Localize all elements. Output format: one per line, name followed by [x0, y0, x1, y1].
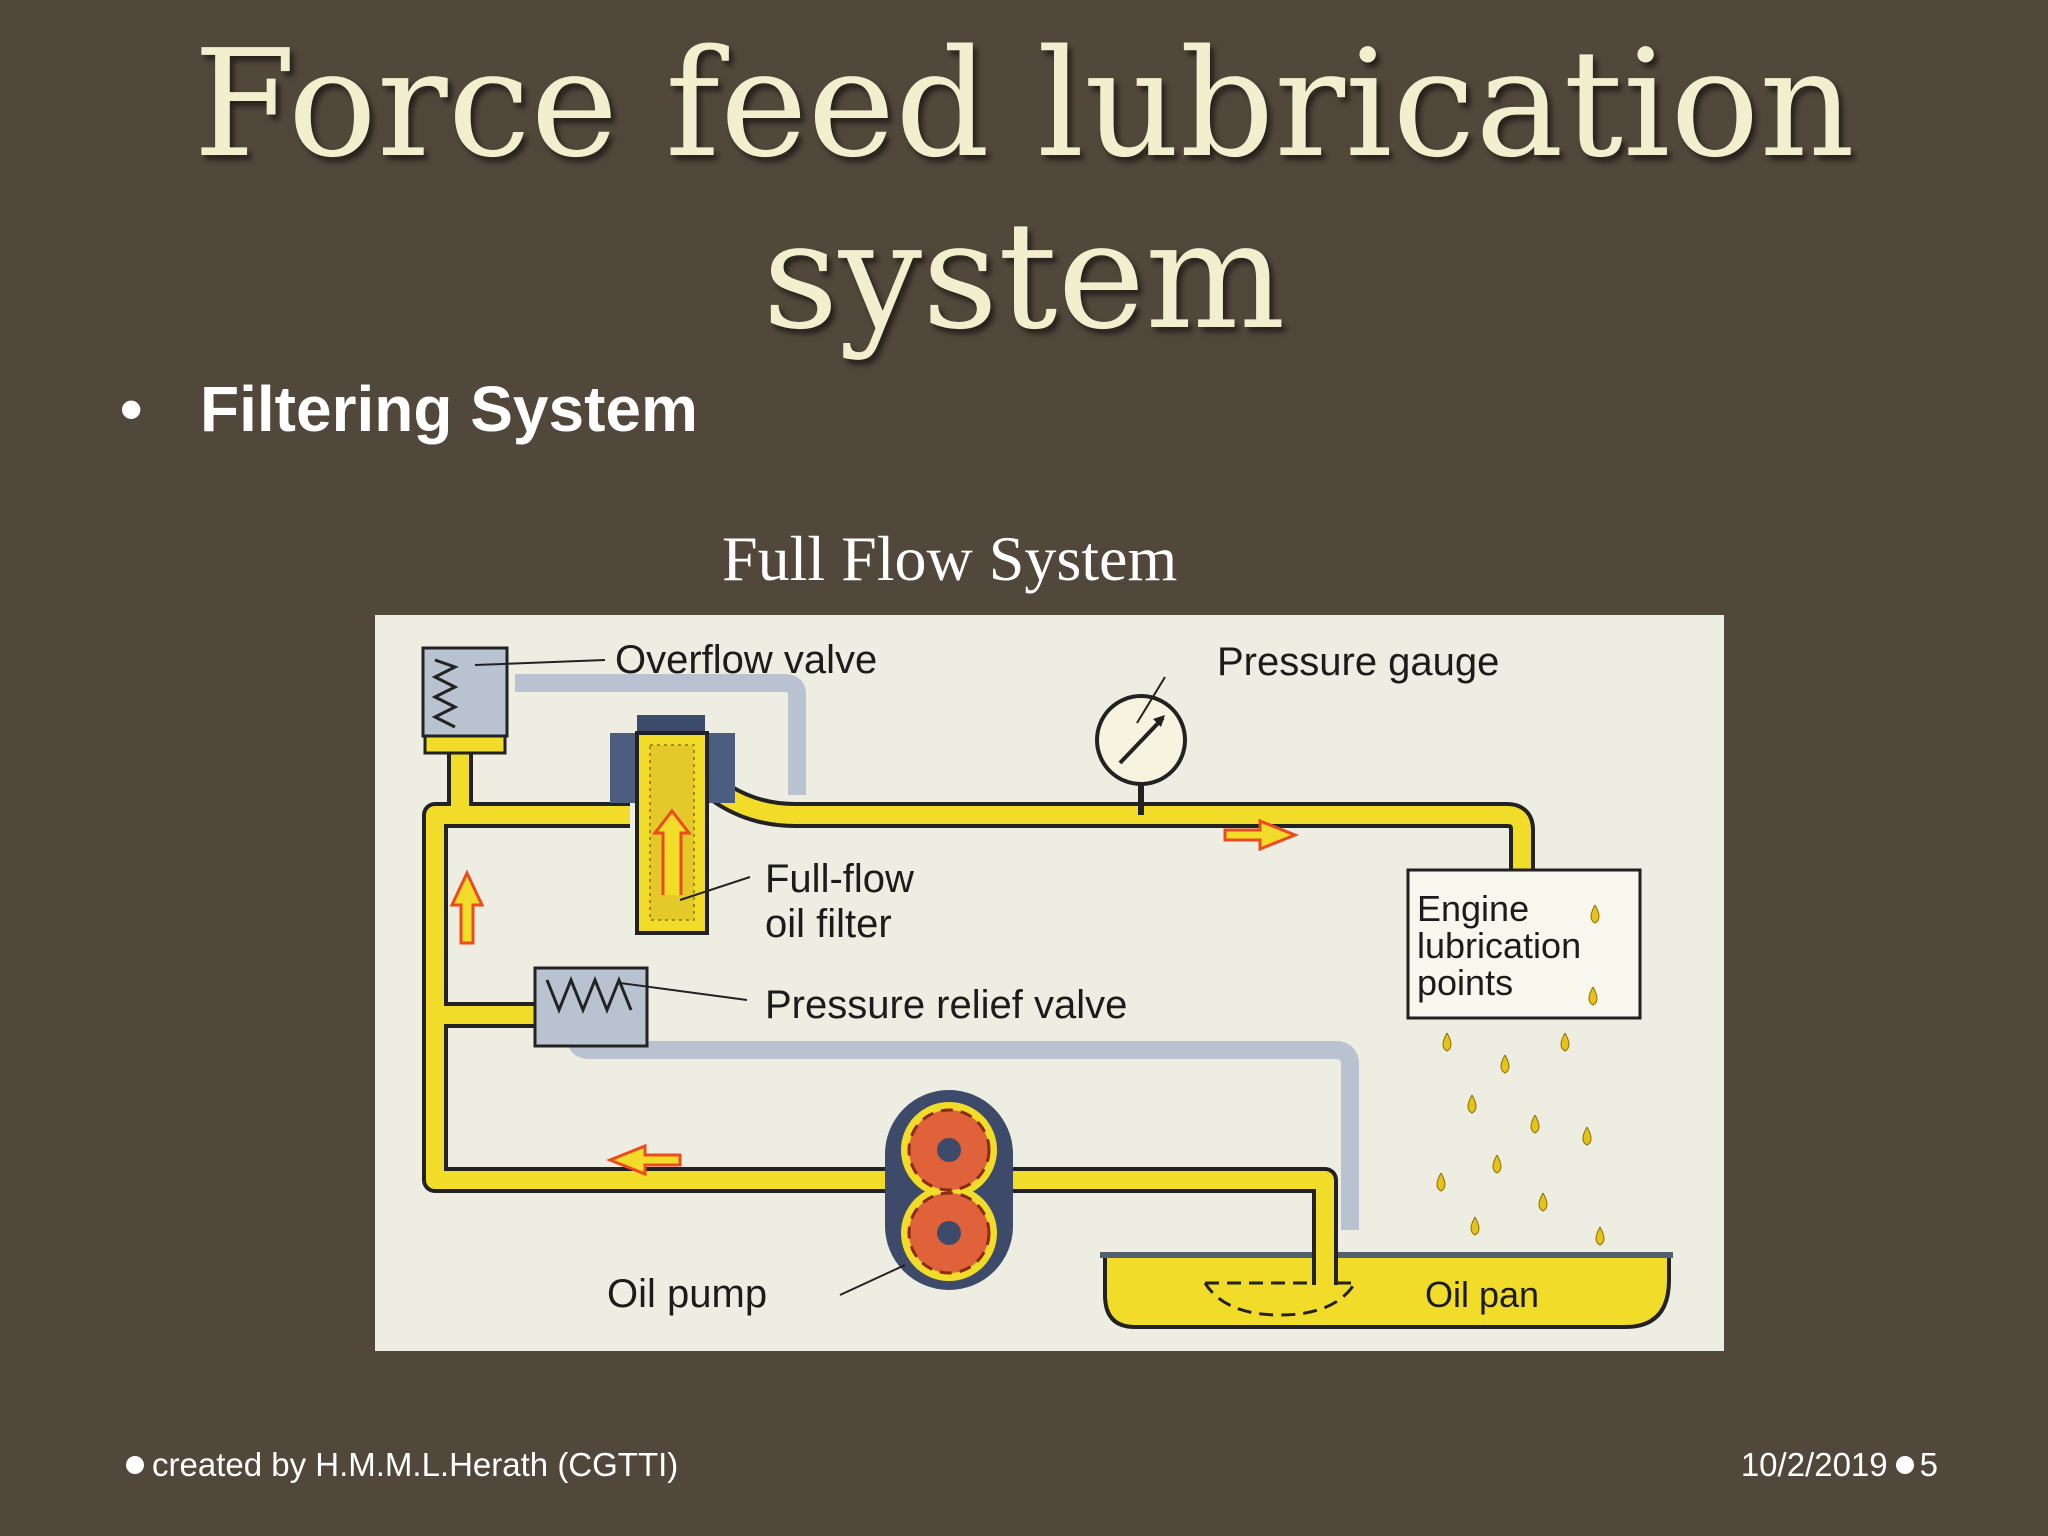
label-oil-pan: Oil pan	[1425, 1274, 1539, 1315]
pressure-relief-valve	[533, 966, 748, 1048]
flow-arrow-left	[605, 1143, 682, 1177]
label-oil-pump: Oil pump	[607, 1272, 767, 1316]
bullet-text: Filtering System	[200, 373, 698, 445]
full-flow-oil-filter	[610, 715, 751, 935]
label-full-flow-line-2: oil filter	[765, 902, 892, 946]
overflow-valve	[421, 646, 606, 755]
label-engine-line-2: lubrication	[1417, 925, 1581, 966]
diagram-subtitle: Full Flow System	[722, 523, 1178, 594]
pressure-gauge	[1095, 676, 1187, 815]
label-full-flow-line-1: Full-flow	[765, 857, 914, 901]
footer-dot-icon	[126, 1456, 144, 1475]
slide-title-line-1: Force feed lubrication	[193, 18, 1855, 190]
label-engine-line-3: points	[1417, 962, 1513, 1003]
slide-title-line-2: system	[762, 190, 1286, 362]
slide-title: Force feed lubrication system	[0, 18, 2048, 362]
slide-number: 5	[1919, 1446, 1938, 1483]
flow-arrow-up	[449, 869, 485, 945]
bullet-item: • Filtering System	[120, 372, 698, 446]
footer-author: created by H.M.M.L.Herath (CGTTI)	[126, 1446, 678, 1484]
engine-lubrication-box	[1406, 868, 1642, 1020]
label-overflow-valve: Overflow valve	[615, 638, 877, 682]
footer-date: 10/2/2019	[1740, 1446, 1888, 1483]
oil-drips	[1436, 904, 1605, 1246]
label-engine-line-1: Engine	[1417, 888, 1529, 929]
bullet-icon: •	[120, 373, 143, 445]
overflow-return-pipe	[515, 674, 806, 795]
flow-arrow-right	[1223, 818, 1300, 852]
oil-pan	[1100, 1252, 1673, 1329]
label-pressure-gauge: Pressure gauge	[1217, 640, 1499, 684]
footer-author-text: created by H.M.M.L.Herath (CGTTI)	[152, 1446, 679, 1483]
oil-pump	[839, 1090, 1013, 1296]
lubrication-diagram: Overflow valve Pressure gauge Full-flow …	[375, 615, 1724, 1351]
footer-date-page: 10/2/2019 5	[1741, 1446, 1938, 1484]
label-pressure-relief-valve: Pressure relief valve	[765, 983, 1127, 1027]
footer-dot-icon	[1895, 1456, 1914, 1475]
